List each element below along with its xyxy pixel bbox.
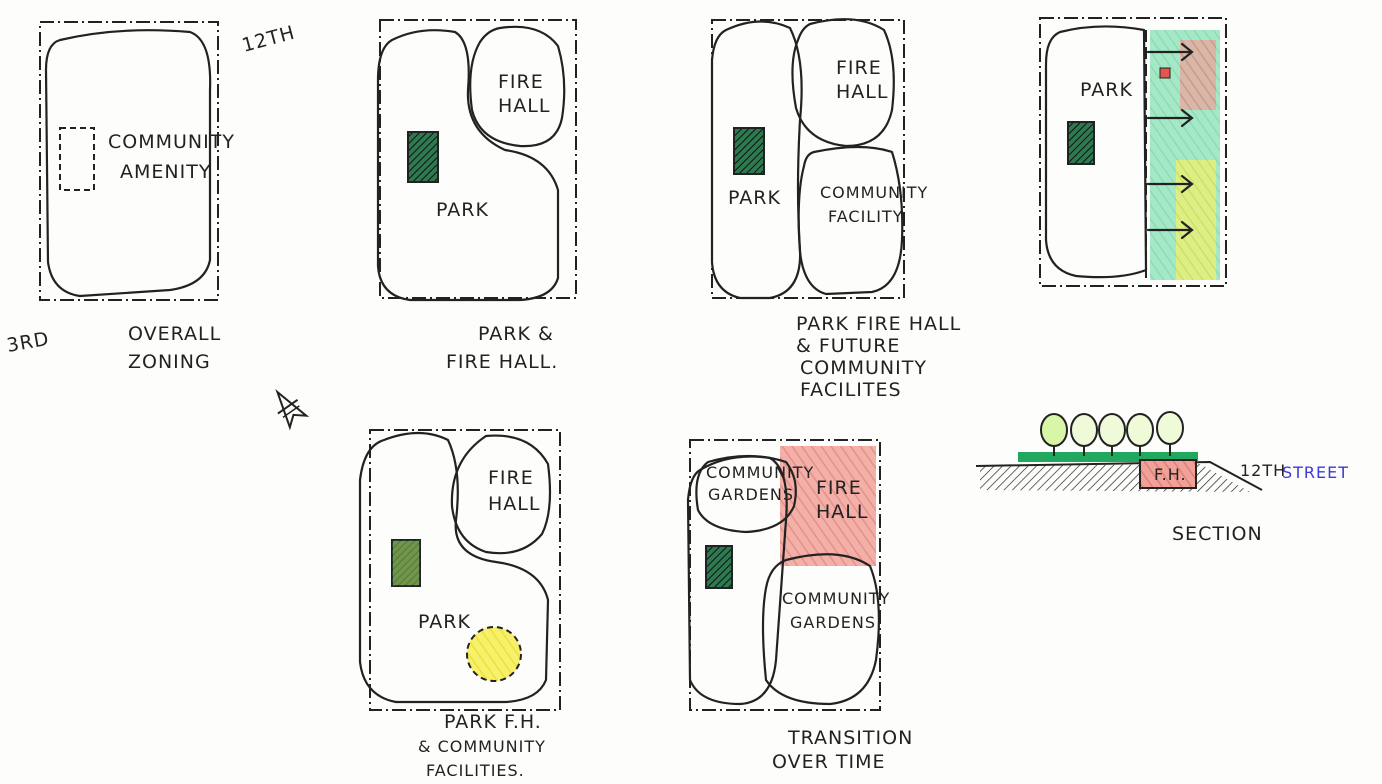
zone-label: FACILITY. [828,207,906,226]
zone-label: PARK [728,187,781,209]
sketch-caption: FACILITIES. [426,761,525,780]
zone-label: HALL [836,81,888,103]
zone-label: HALL [816,501,868,523]
site-section: F.H. 12TH STREET SECTION [976,412,1349,545]
zone-label: PARK [436,199,489,221]
zone-label: FIRE [488,467,534,489]
street-label: 3RD [5,328,51,357]
ground-hatch [980,464,1250,492]
tree-row [1041,412,1183,456]
sketch-transition: COMMUNITY GARDENS FIRE HALL COMMUNITY GA… [688,440,913,773]
sketch-caption: & FUTURE [796,335,900,357]
sketch-caption: TRANSITION [787,727,913,749]
sketch-caption: FIRE HALL. [446,351,558,373]
sketch-caption: PARK FIRE HALL [796,313,961,335]
tree-icon [1071,414,1097,456]
sketch-caption: PARK F.H. [444,711,542,733]
tree-icon [1099,414,1125,456]
edge-yellow-patch [1176,160,1216,280]
sketch-caption: COMMUNITY [800,357,927,379]
zone-label: AMENITY [120,161,211,183]
zone-label: PARK [418,611,471,633]
sketch-park-fire-hall: FIRE HALL PARK PARK & FIRE HALL. [378,20,576,373]
sketch-caption: ZONING [128,351,211,373]
red-marker [1160,68,1170,78]
tree-icon [1157,412,1183,456]
zone-label: FIRE [816,477,862,499]
sketch-park-expansion: PARK [1040,18,1226,286]
building-footprint [734,128,764,174]
north-arrow-icon [268,385,308,428]
zone-label: HALL [488,493,540,515]
tree-icon [1127,414,1153,456]
sketch-caption: PARK & [478,323,554,345]
street-label: 12TH [1240,461,1286,480]
street-label: 12TH [240,22,298,57]
park-zone [1046,26,1146,277]
sketch-future-facilities: FIRE HALL PARK COMMUNITY FACILITY. PARK … [712,19,961,401]
building-hatch [392,540,420,586]
sketch-caption: OVERALL [128,323,221,345]
zone-label: FIRE [836,57,882,79]
tree-icon [1041,414,1067,456]
zone-label: GARDENS [790,613,876,632]
section-caption: SECTION [1172,523,1263,545]
community-facility-zone [467,627,521,681]
building-label: F.H. [1154,465,1187,484]
zone-label: FIRE [498,71,544,93]
building-footprint [706,546,732,588]
sketch-caption: OVER TIME [772,751,885,773]
sketch-overall-zoning: COMMUNITY AMENITY 12TH 3RD OVERALL ZONIN… [5,22,297,373]
zone-label: COMMUNITY [108,131,235,153]
zone-label: PARK [1080,79,1133,101]
sketch-caption: & COMMUNITY [418,737,546,756]
zone-label: GARDENS [708,485,794,504]
building-footprint [1068,122,1094,164]
building-footprint-outline [60,128,94,190]
sketch-caption: FACILITES [800,379,902,401]
edge-red-patch [1180,40,1216,110]
zone-label: COMMUNITY [820,183,928,202]
street-label: STREET [1282,463,1349,482]
zone-label: HALL [498,95,550,117]
sketch-park-fh-facilities: FIRE HALL PARK PARK F.H. & COMMUNITY FAC… [360,430,560,780]
building-footprint [408,132,438,182]
zone-label: COMMUNITY [782,589,890,608]
zone-label: COMMUNITY [706,463,814,482]
